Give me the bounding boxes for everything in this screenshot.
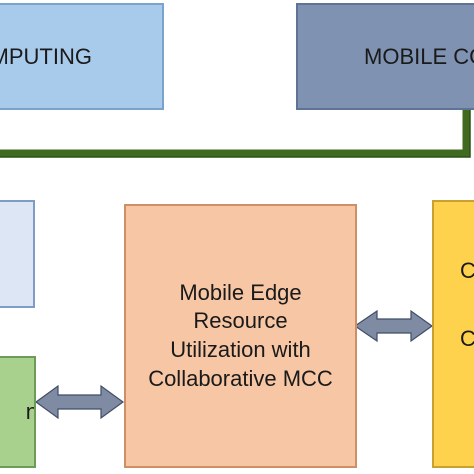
top-right-box-label: MOBILE CC: [364, 43, 474, 69]
double-arrow-left: [34, 384, 125, 420]
center-box-line-2: Resource: [193, 308, 288, 334]
right-yellow-box: Cl C: [432, 200, 474, 468]
center-box-text: Mobile Edge Resource Utilization with Co…: [148, 279, 333, 393]
green-bracket-connector-edge: [0, 110, 471, 158]
mobile-cloud-computing-box: MOBILE CC: [296, 3, 474, 110]
center-box-line-1: Mobile Edge: [179, 279, 302, 305]
double-arrow-right: [353, 309, 434, 343]
mobile-edge-resource-box: Mobile Edge Resource Utilization with Co…: [124, 204, 357, 468]
bottom-left-box: n: [0, 356, 36, 468]
top-left-box-label: MPUTING: [0, 43, 92, 69]
center-box-line-3: Utilization with: [170, 337, 311, 362]
bottom-left-box-label: n: [26, 399, 34, 425]
top-left-computing-box: MPUTING: [0, 3, 164, 110]
right-box-line-2: C: [460, 326, 474, 352]
right-box-line-1: Cl: [460, 258, 474, 284]
green-bracket-connector: [0, 110, 470, 157]
middle-left-box: [0, 200, 35, 308]
center-box-line-4: Collaborative MCC: [148, 365, 333, 391]
